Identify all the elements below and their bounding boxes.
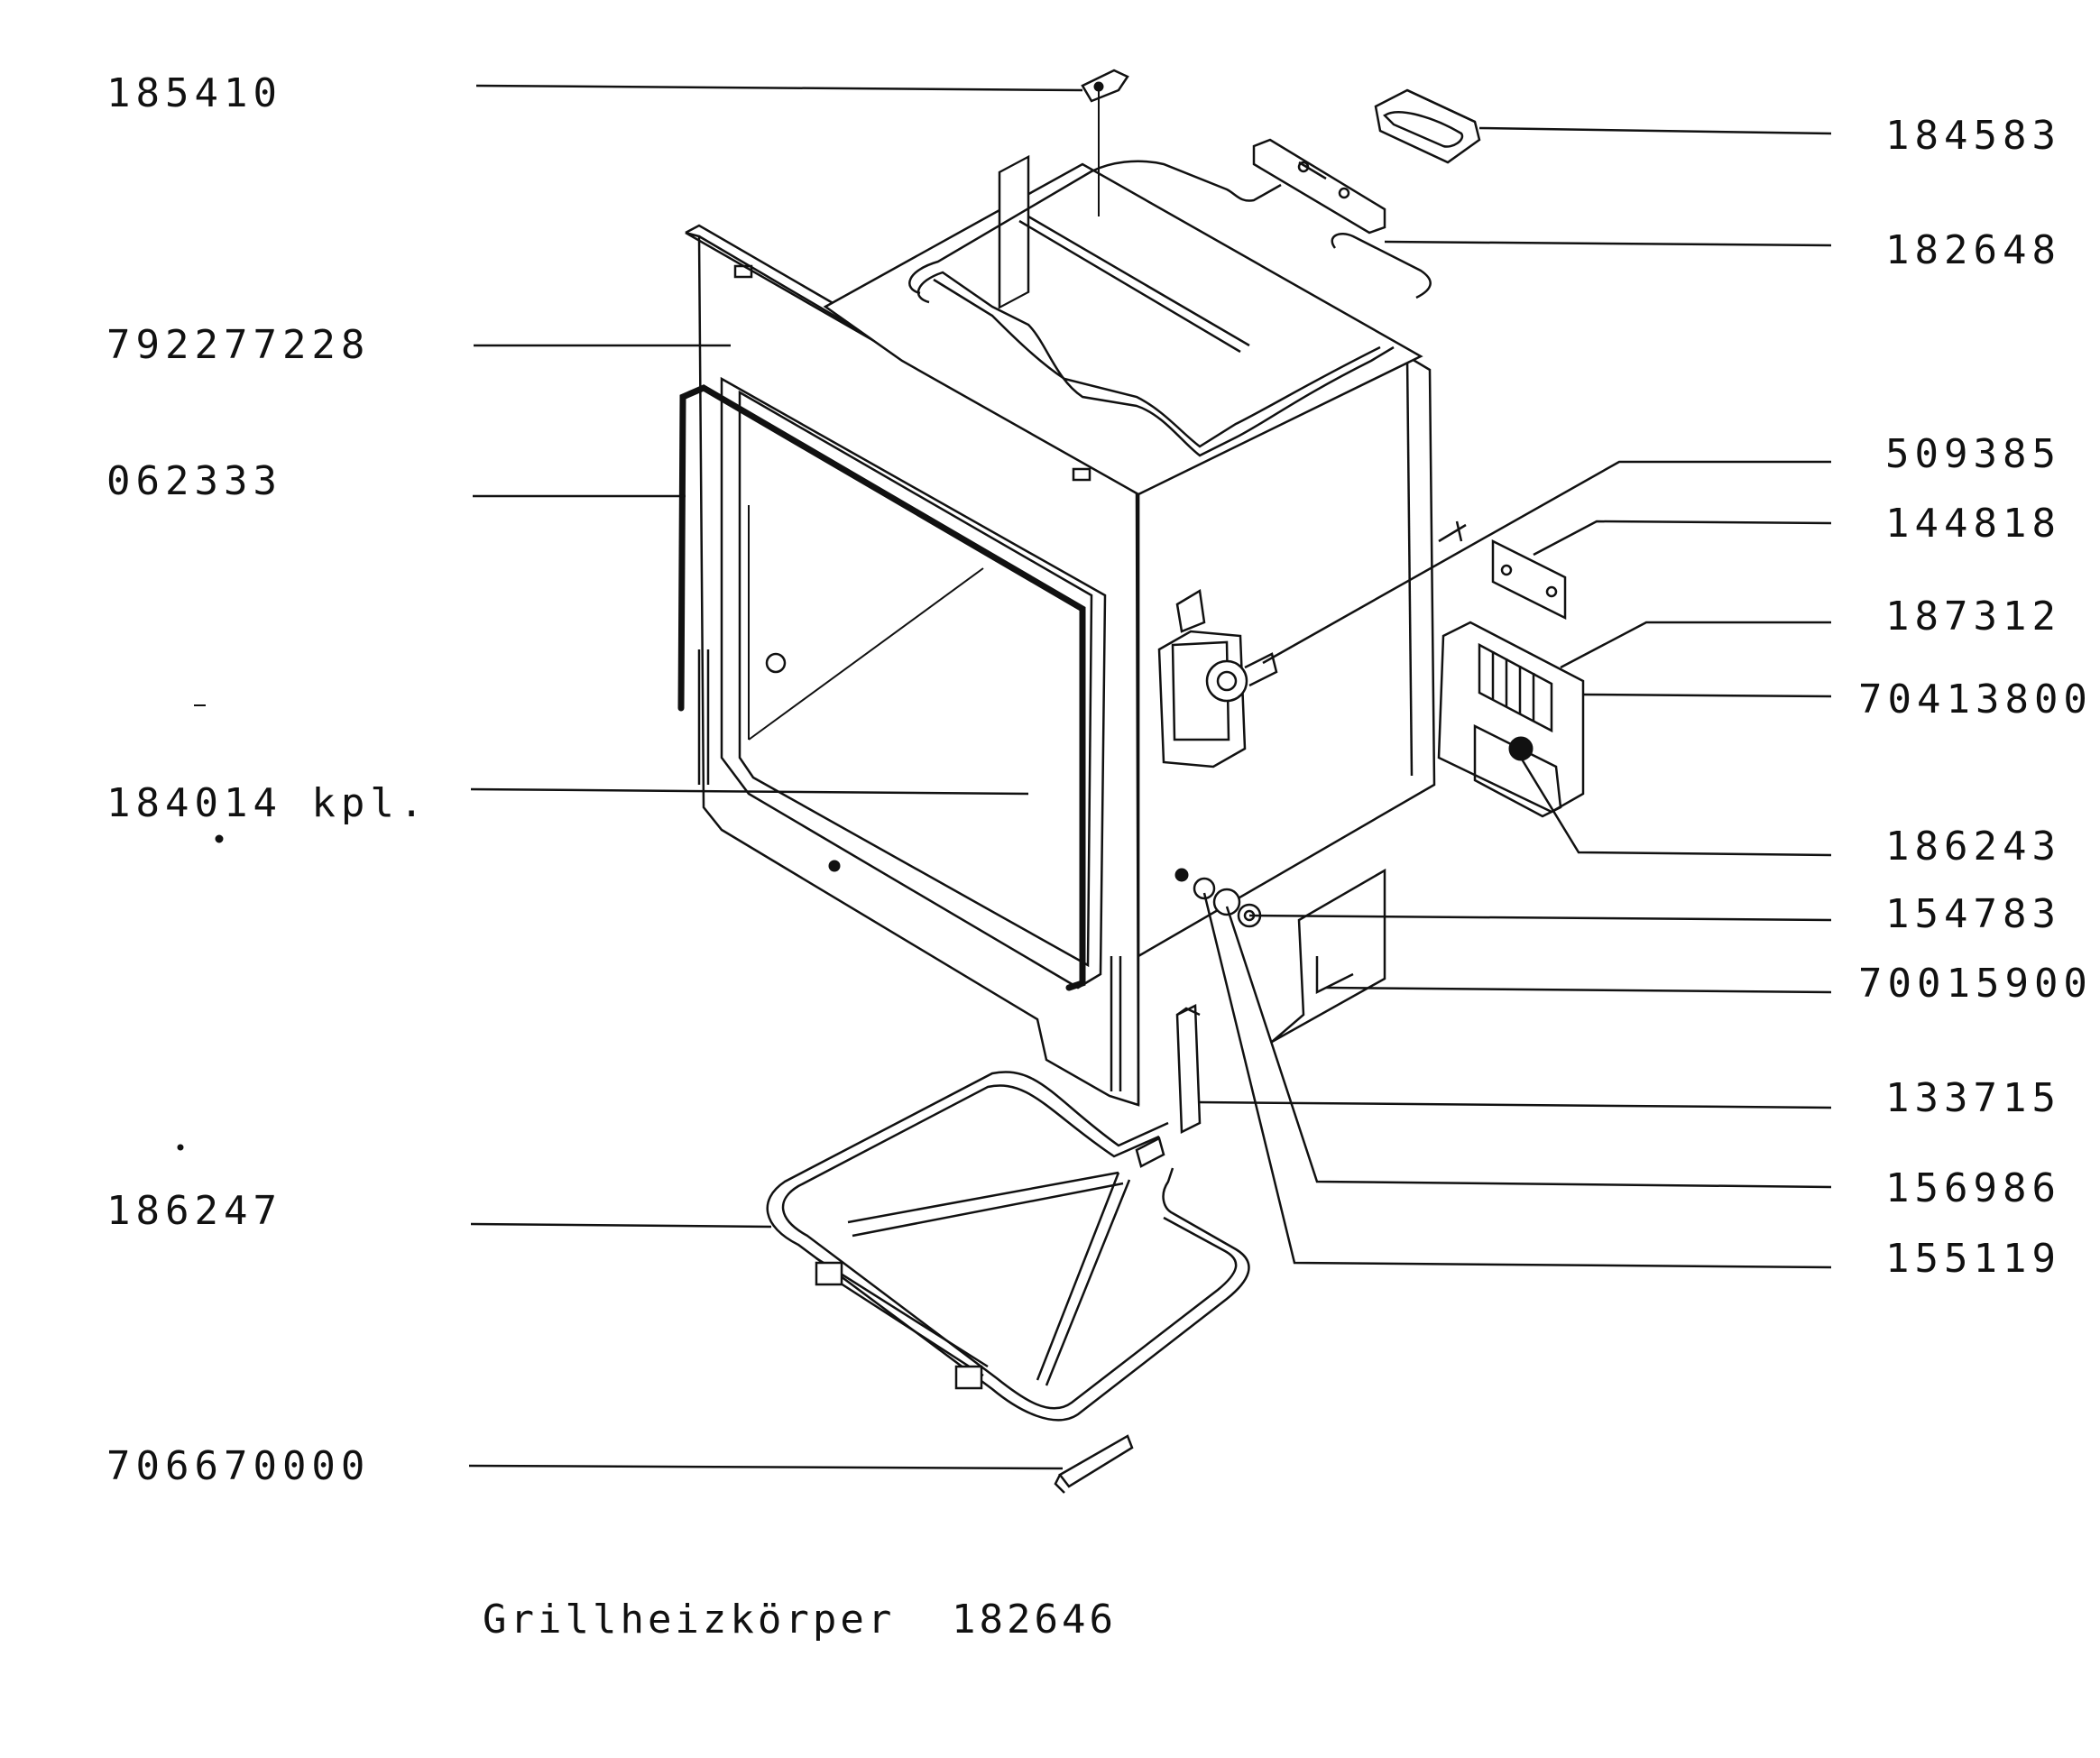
leader-154783 xyxy=(1248,914,1832,922)
caption-number: 182646 xyxy=(952,1597,1117,1643)
element-mounting-plate xyxy=(1252,138,1386,235)
leader-509385 xyxy=(1262,460,1831,665)
scan-specks xyxy=(177,704,224,1151)
thermostat-509385 xyxy=(1157,588,1278,769)
vent-bracket-187312 xyxy=(1437,621,1585,818)
label-156986: 156986 xyxy=(1885,1165,2061,1211)
label-70015900: 70015900 xyxy=(1858,961,2093,1007)
label-184014: 184014 kpl. xyxy=(106,780,428,826)
leader-185410 xyxy=(475,84,1083,92)
caption-name: Grillheizkörper xyxy=(483,1597,895,1643)
label-154783: 154783 xyxy=(1885,891,2061,937)
label-133715: 133715 xyxy=(1885,1075,2061,1121)
rating-plate xyxy=(998,154,1030,309)
leader-182648 xyxy=(1384,240,1832,247)
leader-155119 xyxy=(1202,892,1832,1269)
leader-187312 xyxy=(1560,621,1831,669)
label-509385: 509385 xyxy=(1885,431,2061,477)
label-155119: 155119 xyxy=(1885,1236,2061,1282)
leader-70413800 xyxy=(1582,693,1832,698)
leader-184014 xyxy=(470,787,1029,796)
label-184583: 184583 xyxy=(1885,113,2061,159)
leader-184583 xyxy=(1478,126,1832,135)
element-clip-706670000 xyxy=(1054,1434,1134,1494)
leader-706670000 xyxy=(468,1464,1064,1470)
diagram-caption: Grillheizkörper 182646 xyxy=(483,1597,1117,1643)
terminal-fittings xyxy=(1174,868,1262,928)
label-144818: 144818 xyxy=(1885,501,2061,547)
leader-lines xyxy=(468,84,1832,1470)
bottom-heating-element xyxy=(766,1071,1250,1422)
leader-186247 xyxy=(470,1222,772,1229)
lamp-housing-184583 xyxy=(1374,88,1481,164)
clip-185410 xyxy=(1081,69,1129,216)
label-70413800: 70413800 xyxy=(1858,677,2093,723)
label-187312: 187312 xyxy=(1885,594,2061,640)
label-186243: 186243 xyxy=(1885,824,2061,870)
door-gasket xyxy=(677,384,1086,991)
side-shield-70015900 xyxy=(1271,868,1386,1044)
top-heating-element xyxy=(908,160,1432,457)
callout-labels: 185410 792277228 062333 184014 kpl. 1862… xyxy=(106,70,2093,1489)
label-706670000: 706670000 xyxy=(106,1443,370,1489)
spacer-133715 xyxy=(1175,1004,1202,1134)
leader-144818 xyxy=(1533,520,1832,557)
oven-muffle xyxy=(685,162,1467,1107)
leader-70015900 xyxy=(1325,986,1832,994)
label-186247: 186247 xyxy=(106,1188,282,1234)
leader-156986 xyxy=(1225,906,1832,1189)
label-792277228: 792277228 xyxy=(106,322,370,368)
leader-133715 xyxy=(1199,1100,1832,1109)
leader-186243 xyxy=(1519,757,1832,857)
label-185410: 185410 xyxy=(106,70,282,116)
label-182648: 182648 xyxy=(1885,227,2061,273)
label-062333: 062333 xyxy=(106,458,282,504)
cover-plate-144818 xyxy=(1491,538,1567,621)
